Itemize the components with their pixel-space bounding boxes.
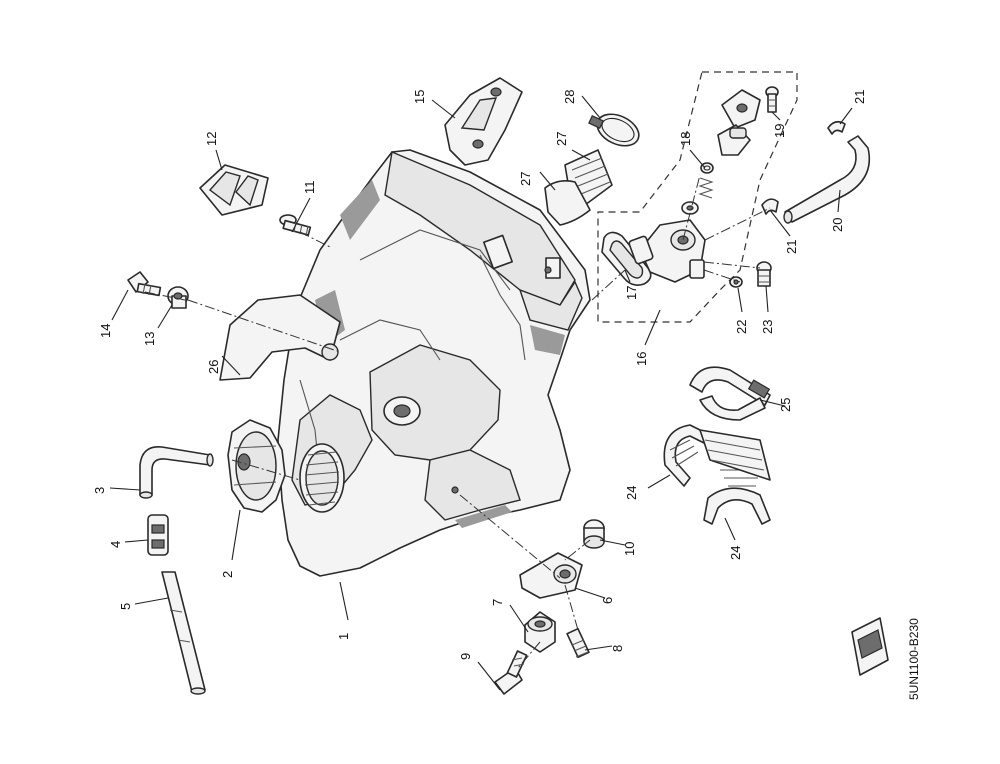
callout-11: 11 [302,181,317,195]
manual-book-icon [851,617,889,676]
callout-8: 8 [610,645,625,652]
bolt-14 [127,271,162,297]
callout-3: 3 [92,487,107,494]
callout-15: 15 [412,90,427,104]
sleeve-half [544,180,591,226]
callout-27-right: 27 [554,132,569,146]
callout-21-mid: 21 [784,240,799,254]
damper [524,611,556,653]
hose-clamp-28 [588,113,640,147]
callout-10: 10 [622,542,637,556]
breather-hose [139,446,214,499]
clip-21-top [827,120,846,135]
callout-24-left: 24 [624,486,639,500]
emblem-12 [199,164,269,216]
callout-19: 19 [772,124,787,138]
strap-band-25 [689,366,771,421]
spring [698,177,714,199]
callout-12: 12 [204,132,219,146]
callout-4: 4 [108,541,123,548]
diagram-code: 5UN1100-B230 [907,618,921,700]
callout-27-left: 27 [518,172,533,186]
callout-28: 28 [562,90,577,104]
band-24-lower [703,469,771,525]
bolt-9 [494,650,528,695]
washer-18 [681,201,699,215]
callout-26: 26 [206,360,221,374]
callout-1: 1 [336,633,351,640]
callout-13: 13 [142,332,157,346]
callout-25: 25 [778,398,793,412]
o-ring-18 [700,162,714,174]
callout-17: 17 [624,286,639,300]
callout-6: 6 [600,597,615,604]
washer-22 [729,276,743,288]
callout-5: 5 [118,603,133,610]
screw-11 [279,214,312,237]
callout-24-right: 24 [728,546,743,560]
screw-19 [765,86,779,113]
callout-7: 7 [490,599,505,606]
fuel-cock-group-outline [597,71,798,323]
lever-plate [721,89,761,129]
callout-22: 22 [734,320,749,334]
bolt-23 [756,261,772,287]
bolt-8 [566,627,590,659]
fuel-tank [277,149,591,577]
callout-2: 2 [220,571,235,578]
collar-10 [583,519,605,549]
tank-bracket [519,552,583,599]
callout-20: 20 [830,218,845,232]
long-hose [161,571,206,695]
callout-23: 23 [760,320,775,334]
check-valve [147,514,169,556]
grommet-13 [167,286,189,309]
callout-14: 14 [98,324,113,338]
lever-knob [717,124,751,156]
fuel-cap [227,419,286,513]
fuel-hose-20 [783,135,870,224]
clip-21-mid [761,198,779,215]
callout-9: 9 [458,653,473,660]
callout-18: 18 [678,132,693,146]
band-stack [699,429,771,481]
callout-labels: 1 2 3 4 5 6 7 8 9 10 11 12 13 14 15 16 1… [92,90,921,700]
leader-lines [109,95,853,691]
gasket-17 [601,231,652,286]
cover-15 [444,77,523,166]
heat-shield [219,294,341,381]
callout-21-top: 21 [852,90,867,104]
callout-16: 16 [634,352,649,366]
